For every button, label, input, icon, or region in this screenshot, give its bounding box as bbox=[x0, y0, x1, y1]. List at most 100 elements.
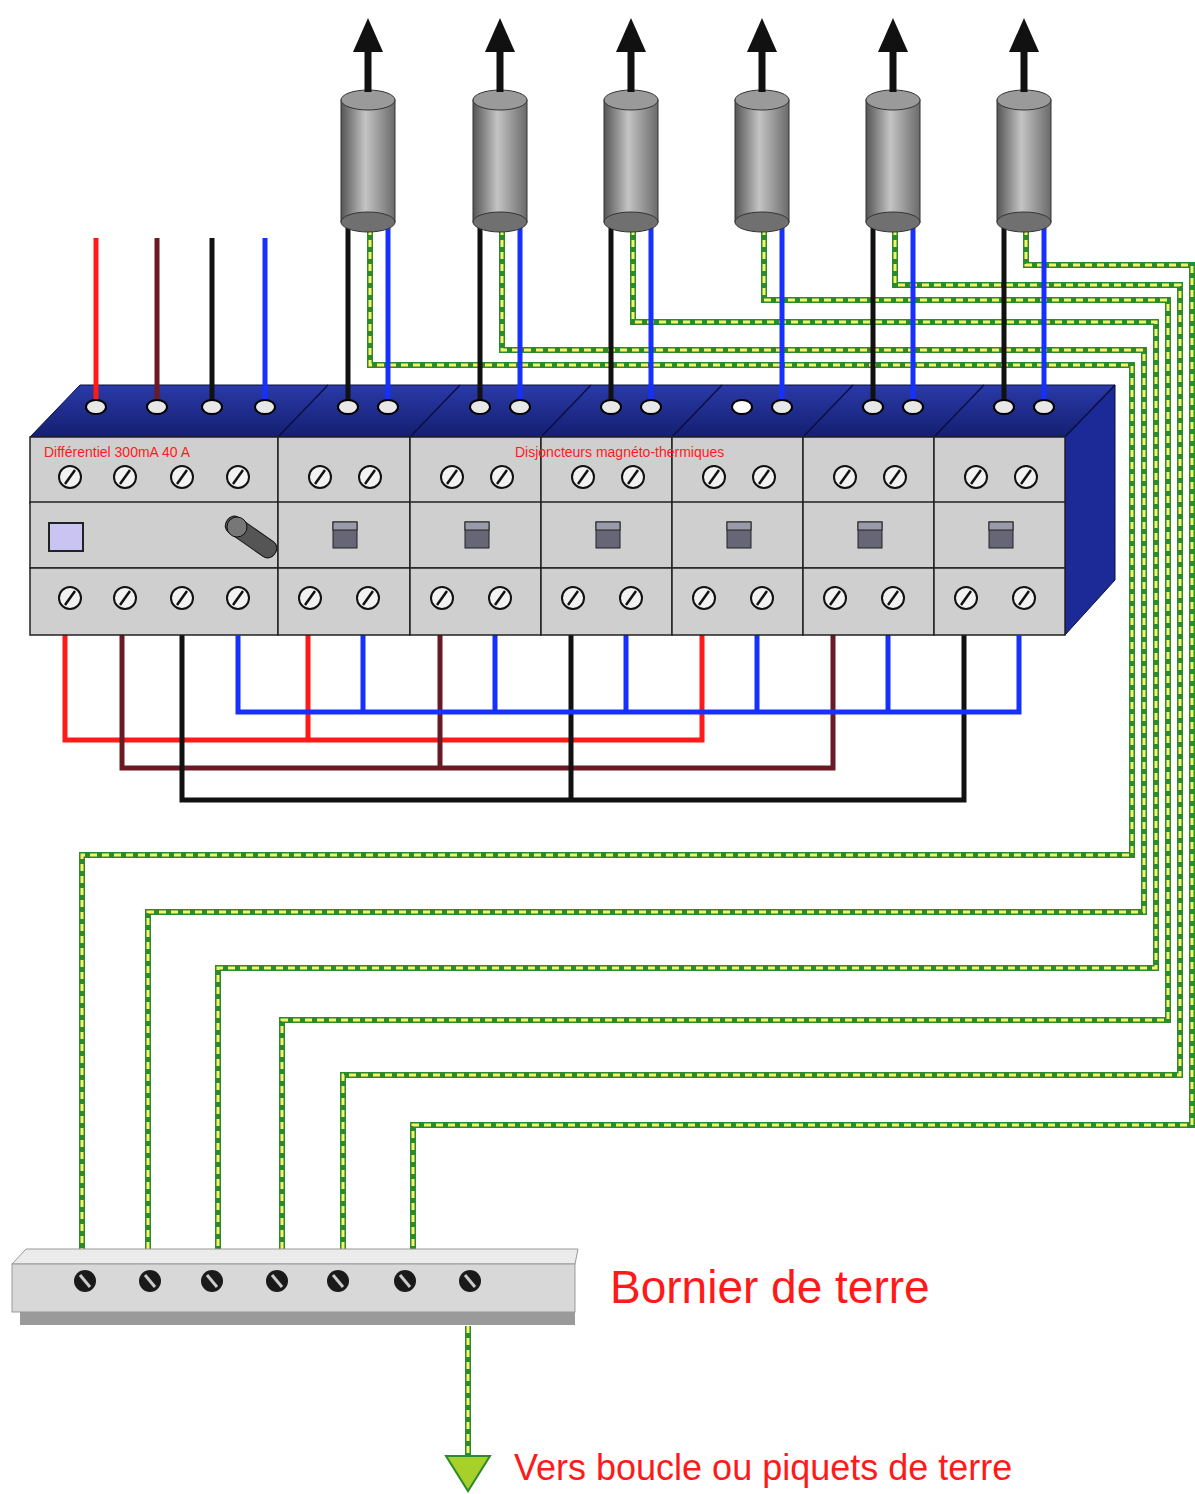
terminal-screw bbox=[834, 466, 856, 488]
screw-slot bbox=[971, 470, 981, 484]
terminal-screw bbox=[59, 587, 81, 609]
terminal-screw bbox=[114, 466, 136, 488]
module-edge bbox=[803, 385, 853, 437]
screw-slot bbox=[465, 1275, 475, 1287]
neutral-wire bbox=[886, 635, 891, 712]
breaker-panel bbox=[30, 385, 1115, 635]
breaker-toggle bbox=[727, 522, 751, 548]
module-edge bbox=[278, 385, 328, 437]
terminal-screw bbox=[59, 466, 81, 488]
phase-wire bbox=[478, 225, 483, 401]
screw-slot bbox=[626, 591, 636, 605]
screw-slot bbox=[400, 1275, 410, 1287]
module-row bbox=[541, 568, 672, 635]
phase-wire bbox=[182, 635, 964, 800]
neutral-wire bbox=[649, 225, 654, 401]
terminal-screw bbox=[266, 1270, 288, 1292]
module-edge bbox=[541, 385, 591, 437]
panel-top-face bbox=[30, 385, 1115, 437]
module-row bbox=[278, 437, 410, 503]
earth-wire bbox=[343, 228, 1180, 1252]
lever-pivot bbox=[227, 517, 247, 537]
terminal-screw bbox=[1015, 466, 1037, 488]
earth-terminal-block bbox=[12, 1249, 578, 1491]
terminal-screw bbox=[309, 466, 331, 488]
earth-wire-stripe bbox=[282, 228, 1168, 1252]
earth-wire-stripe bbox=[218, 228, 1156, 1252]
terminal-screw bbox=[884, 466, 906, 488]
top-terminal bbox=[994, 400, 1014, 414]
screw-slot bbox=[961, 591, 971, 605]
cable-sheath bbox=[866, 100, 920, 222]
supply-wire bbox=[155, 238, 160, 403]
cable-sheath bbox=[341, 100, 395, 222]
top-terminal bbox=[86, 400, 106, 414]
cable-end bbox=[735, 90, 789, 110]
block-heading: Bornier de terre bbox=[610, 1262, 930, 1313]
cable-end bbox=[997, 212, 1051, 232]
supply-wire bbox=[94, 238, 99, 403]
top-terminal bbox=[147, 400, 167, 414]
screw-slot bbox=[578, 470, 588, 484]
terminal-screw bbox=[622, 466, 644, 488]
module-edge bbox=[672, 385, 722, 437]
terminal-screw bbox=[489, 587, 511, 609]
neutral-bus-wire bbox=[238, 635, 1019, 712]
module-row bbox=[278, 568, 410, 635]
phase-wire bbox=[65, 635, 702, 740]
terminal-screw bbox=[227, 587, 249, 609]
terminal-screw bbox=[620, 587, 642, 609]
top-terminal bbox=[510, 400, 530, 414]
phase-wire bbox=[1002, 225, 1007, 401]
screw-slot bbox=[65, 470, 75, 484]
cable-arrowhead bbox=[747, 18, 777, 52]
terminal-screw bbox=[139, 1270, 161, 1292]
top-terminal bbox=[863, 400, 883, 414]
screw-slot bbox=[628, 470, 638, 484]
module-row bbox=[672, 502, 803, 568]
module-row bbox=[278, 502, 410, 568]
earth-wire-stripe bbox=[148, 228, 1144, 1252]
earth-wire bbox=[148, 228, 1144, 1252]
cable-end bbox=[866, 90, 920, 110]
top-terminal bbox=[641, 400, 661, 414]
top-terminal bbox=[601, 400, 621, 414]
top-terminal bbox=[338, 400, 358, 414]
module-edge bbox=[1065, 385, 1115, 437]
screw-slot bbox=[315, 470, 325, 484]
screw-slot bbox=[233, 591, 243, 605]
destination-label: Vers boucle ou piquets de terre bbox=[512, 1448, 1014, 1488]
cable-end bbox=[997, 90, 1051, 110]
terminal-screw bbox=[965, 466, 987, 488]
terminal-screw bbox=[753, 466, 775, 488]
cable-end bbox=[473, 90, 527, 110]
phase-wire bbox=[346, 225, 351, 401]
module-row bbox=[30, 437, 278, 503]
screw-slot bbox=[177, 591, 187, 605]
earth-terminal-block: Bornier de terre bbox=[12, 1249, 575, 1326]
cable-arrowhead bbox=[353, 18, 383, 52]
supply-wiring bbox=[65, 635, 964, 800]
neutral-wire bbox=[493, 635, 498, 712]
terminal-screw bbox=[955, 587, 977, 609]
phase-wire bbox=[609, 225, 614, 401]
screw-slot bbox=[495, 591, 505, 605]
supply-wire bbox=[263, 238, 268, 403]
screw-slot bbox=[1021, 470, 1031, 484]
module-row bbox=[934, 568, 1065, 635]
terminal-screw bbox=[882, 587, 904, 609]
breaker-toggle bbox=[333, 522, 357, 548]
outgoing-cable bbox=[866, 18, 920, 401]
terminal-screw bbox=[227, 466, 249, 488]
earth-arrowhead bbox=[446, 1456, 490, 1491]
screw-slot bbox=[568, 591, 578, 605]
terminal-screw bbox=[751, 587, 773, 609]
module-row bbox=[410, 502, 541, 568]
module-label: Disjoncteurs magnéto-thermiques bbox=[515, 445, 724, 460]
breaker-toggle bbox=[596, 522, 620, 548]
earth-wire bbox=[465, 1326, 471, 1458]
earth-wire bbox=[413, 228, 1192, 1252]
outgoing-cable bbox=[604, 18, 658, 401]
